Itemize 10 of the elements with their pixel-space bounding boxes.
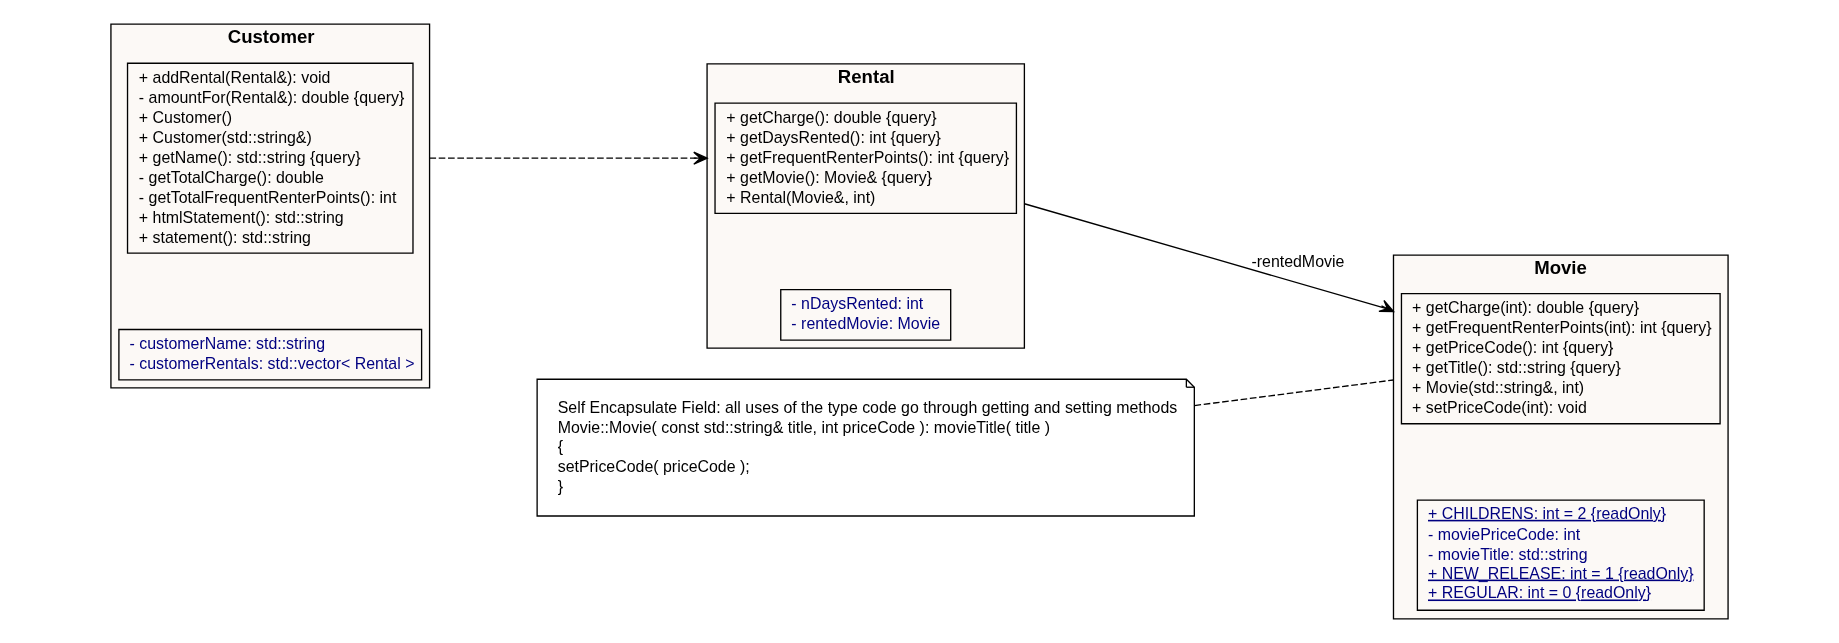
- node-box: - nDaysRented: int - rentedMovie: Movie: [780, 288, 952, 341]
- node-box: - customerName: std::string - customerRentals: std::vector< Rental >: [118, 328, 423, 381]
- node-box: + CHILDRENS: int = 2 {readOnly} - moviePriceCode: int - movieTitle: std::string + NEW_RELEASE: int = 1 {readOnly} + REGULAR: int = 0 {readOnly}: [1416, 499, 1705, 611]
- arrow: [1023, 203, 1395, 313]
- node-box: + addRental(Rental&): void - amountFor(Rental&): double {query} + Customer() + Customer(std::string&) + getName(): std::string {query} - getTotalCharge(): double - getTotalFrequentRenterPoints(): int + htmlStatement(): std::string + statement(): std::string: [126, 62, 414, 254]
- connector: [1193, 379, 1395, 407]
- arrow: [428, 151, 708, 165]
- node-box: + getCharge(int): double {query} + getFrequentRenterPoints(int): int {query} + getPriceCode(): int {query} + getTitle(): std::string {query} + Movie(std::string&, int) + setPriceCode(int): void: [1400, 292, 1721, 425]
- node-box: + getCharge(): double {query} + getDaysRented(): int {query} + getFrequentRenterPoints(): int {query} + getMovie(): Movie& {query} + Rental(Movie&, int): [714, 102, 1018, 214]
- edge-label: -rentedMovie: [1251, 252, 1345, 270]
